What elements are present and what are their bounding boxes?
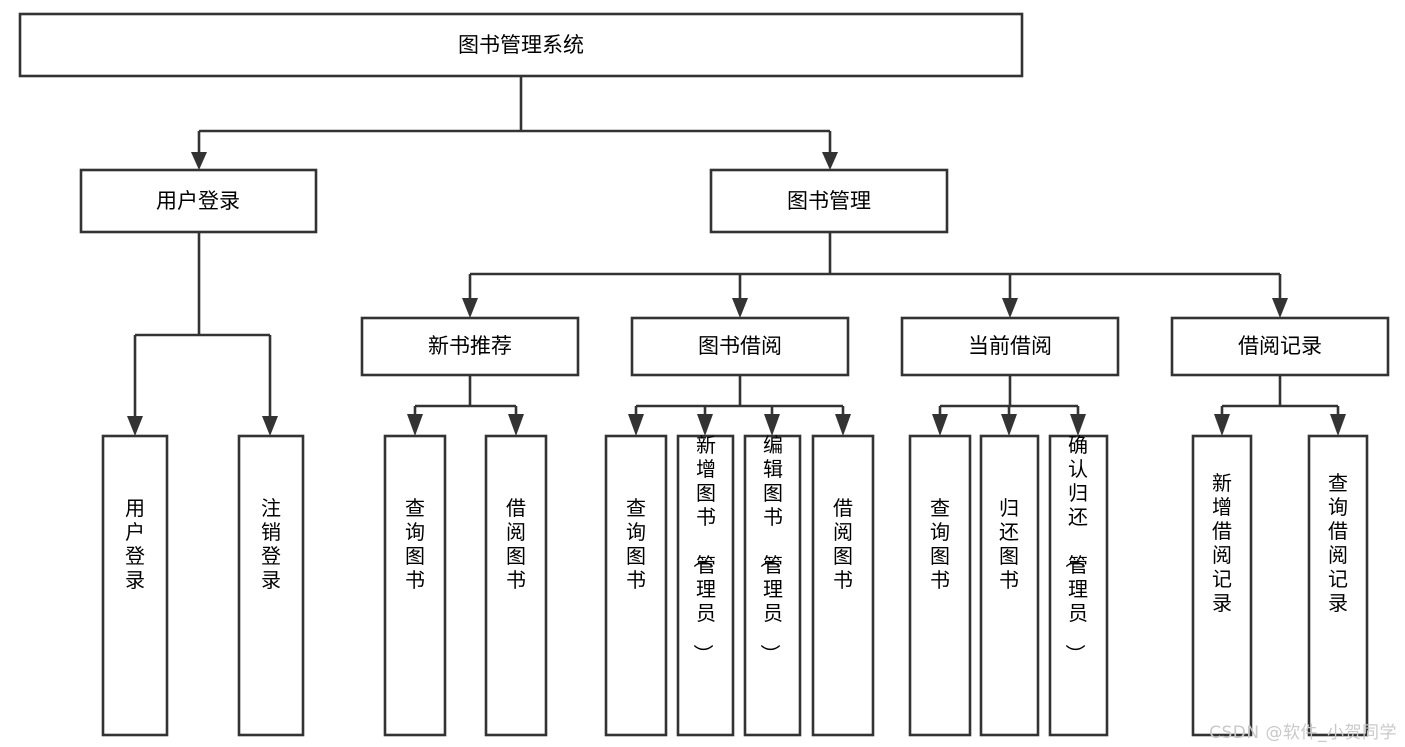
arrow-leaf-add-record (1214, 414, 1230, 436)
node-book-manage-box[interactable] (709, 168, 949, 234)
node-leaf-query-book-3[interactable]: 查询图书 (908, 434, 972, 737)
node-leaf-confirm-return-box[interactable] (1048, 434, 1109, 737)
node-root[interactable]: 图书管理系统 (18, 12, 1024, 78)
csdn-watermark: CSDN @软件_小贺同学 (1209, 723, 1397, 743)
node-leaf-query-book-3-box[interactable] (908, 434, 972, 737)
arrow-leaf-query-book-1 (407, 414, 423, 436)
node-leaf-query-book-1[interactable]: 查询图书 (383, 434, 447, 737)
node-leaf-borrow-book-1[interactable]: 借阅图书 (484, 434, 548, 737)
node-leaf-query-record-label: 查询借阅记录 (1328, 471, 1348, 615)
node-leaf-query-book-1-label: 查询图书 (405, 496, 425, 592)
node-leaf-query-book-3-label: 查询图书 (930, 496, 950, 592)
node-user-login-label: 用户登录 (156, 189, 240, 213)
node-leaf-add-record-box[interactable] (1191, 434, 1253, 737)
node-book-borrow[interactable]: 图书借阅 (630, 316, 850, 377)
node-leaf-return-book-box[interactable] (979, 434, 1040, 737)
arrow-leaf-query-record (1330, 414, 1346, 436)
node-book-borrow-label: 图书借阅 (698, 334, 782, 358)
node-leaf-query-record-box[interactable] (1307, 434, 1369, 737)
node-new-book-recommend-box[interactable] (360, 316, 580, 377)
node-leaf-query-book-2-box[interactable] (604, 434, 668, 737)
node-leaf-query-book-2-label: 查询图书 (626, 496, 646, 592)
node-leaf-return-book[interactable]: 归还图书 (979, 434, 1040, 737)
arrow-leaf-borrow-book-2 (835, 414, 851, 436)
arrow-leaf-edit-book (764, 414, 780, 436)
node-borrow-record-box[interactable] (1170, 316, 1390, 377)
arrow-to-current-borrow (1002, 298, 1018, 318)
arrow-leaf-query-book-2 (628, 414, 644, 436)
arrow-leaf-confirm-return (1070, 414, 1086, 436)
node-leaf-add-book-box[interactable] (676, 434, 735, 737)
arrow-leaf-return-book (1001, 414, 1017, 436)
node-leaf-edit-book-box[interactable] (743, 434, 802, 737)
node-root-label: 图书管理系统 (458, 33, 584, 57)
node-user-login[interactable]: 用户登录 (79, 168, 318, 234)
node-leaf-borrow-book-2-box[interactable] (811, 434, 875, 737)
arrow-to-book-borrow (732, 298, 748, 318)
arrow-to-new-book-recommend (462, 298, 478, 318)
node-current-borrow-box[interactable] (900, 316, 1120, 377)
arrow-leaf-user-login (127, 416, 143, 436)
node-leaf-edit-book[interactable]: 编辑图书（管理员） (743, 433, 802, 737)
node-leaf-borrow-book-1-box[interactable] (484, 434, 548, 737)
node-leaf-confirm-return-label: 确认归还（管理员） (1063, 433, 1088, 664)
node-borrow-record[interactable]: 借阅记录 (1170, 316, 1390, 377)
node-leaf-borrow-book-2[interactable]: 借阅图书 (811, 434, 875, 737)
node-leaf-confirm-return[interactable]: 确认归还（管理员） (1048, 433, 1109, 737)
node-book-manage[interactable]: 图书管理 (709, 168, 949, 234)
arrow-to-user-login (191, 152, 207, 170)
node-leaf-query-book-2[interactable]: 查询图书 (604, 434, 668, 737)
node-leaf-return-book-label: 归还图书 (999, 496, 1019, 592)
node-leaf-user-logout-box[interactable] (237, 434, 305, 737)
node-book-manage-label: 图书管理 (787, 189, 871, 213)
node-current-borrow[interactable]: 当前借阅 (900, 316, 1120, 377)
arrow-leaf-add-book (697, 414, 713, 436)
arrow-leaf-query-book-3 (932, 414, 948, 436)
node-leaf-user-login-label: 用户登录 (125, 496, 145, 592)
arrow-to-borrow-record (1272, 298, 1288, 318)
node-leaf-query-book-1-box[interactable] (383, 434, 447, 737)
node-leaf-user-logout[interactable]: 注销登录 (237, 434, 305, 737)
arrow-leaf-user-logout (262, 416, 278, 436)
node-leaf-add-book[interactable]: 新增图书（管理员） (676, 433, 735, 737)
connector-layer (127, 76, 1346, 436)
node-new-book-recommend-label: 新书推荐 (428, 334, 512, 358)
node-new-book-recommend[interactable]: 新书推荐 (360, 316, 580, 377)
node-user-login-box[interactable] (79, 168, 318, 234)
node-leaf-user-login[interactable]: 用户登录 (101, 434, 169, 737)
node-leaf-borrow-book-1-label: 借阅图书 (506, 496, 526, 592)
node-leaf-edit-book-label: 编辑图书（管理员） (758, 433, 783, 664)
node-leaf-borrow-book-2-label: 借阅图书 (833, 496, 853, 592)
node-leaf-query-record[interactable]: 查询借阅记录 (1307, 434, 1369, 737)
node-leaf-add-record-label: 新增借阅记录 (1212, 471, 1232, 615)
node-leaf-user-logout-label: 注销登录 (261, 496, 281, 592)
node-root-box[interactable] (18, 12, 1024, 78)
node-leaf-add-record[interactable]: 新增借阅记录 (1191, 434, 1253, 737)
node-leaf-add-book-label: 新增图书（管理员） (691, 433, 716, 664)
node-leaf-user-login-box[interactable] (101, 434, 169, 737)
node-book-borrow-box[interactable] (630, 316, 850, 377)
node-borrow-record-label: 借阅记录 (1238, 334, 1322, 358)
arrow-to-book-manage (822, 152, 838, 170)
node-current-borrow-label: 当前借阅 (968, 334, 1052, 358)
arrow-leaf-borrow-book-1 (508, 414, 524, 436)
